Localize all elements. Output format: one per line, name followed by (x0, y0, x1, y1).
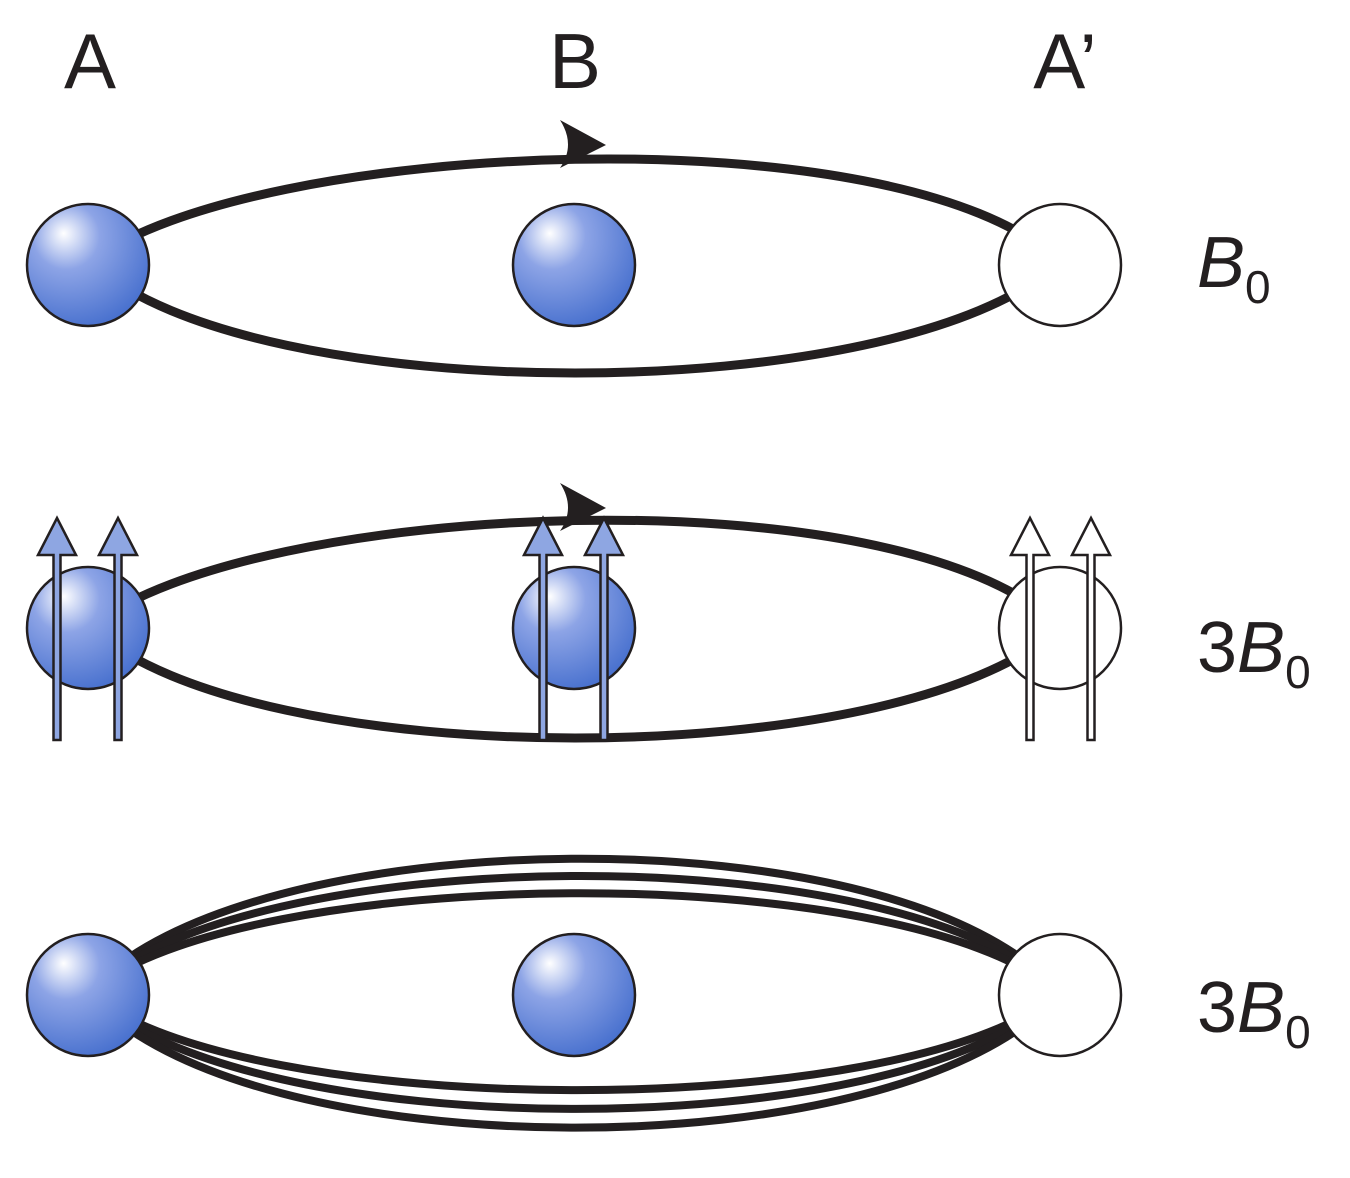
spin-arrows-group (35, 515, 1113, 742)
site-a-sphere (25, 202, 151, 328)
spin-up-arrow-icon (521, 515, 565, 742)
field-label-row-3: 3B0 (1197, 968, 1311, 1058)
upper-orbit-path-1 (85, 854, 1064, 996)
spin-up-arrow-icon (96, 515, 140, 742)
site-a-label: A (64, 17, 116, 105)
site-b-sphere (511, 565, 637, 691)
site-a-prime-empty (997, 565, 1123, 691)
site-a-sphere (25, 565, 151, 691)
direction-arrowhead-icon (560, 483, 606, 531)
site-a-sphere (25, 932, 151, 1058)
direction-arrowhead-icon (560, 120, 606, 168)
site-b-sphere (511, 932, 637, 1058)
spin-up-arrow-icon (1069, 515, 1113, 742)
site-b-sphere (511, 202, 637, 328)
field-label-row-2: 3B0 (1197, 608, 1311, 698)
field-label-row-1: B0 (1197, 223, 1271, 313)
spin-up-arrow-icon (35, 515, 79, 742)
lower-orbit-path-2 (85, 990, 1063, 1113)
site-b-label: B (549, 17, 601, 105)
spin-up-arrow-icon (582, 515, 626, 742)
field-prefix: 3 (1197, 608, 1237, 688)
site-a-prime-label: A’ (1033, 17, 1097, 105)
field-symbol: B (1237, 968, 1285, 1048)
site-a-prime-empty (997, 932, 1123, 1058)
lower-orbit-path (86, 623, 1064, 743)
field-subscript: 0 (1245, 261, 1271, 313)
upper-orbit-path-2 (85, 872, 1063, 996)
field-prefix: 3 (1197, 968, 1237, 1048)
site-a-prime-empty (997, 202, 1123, 328)
row-1: B0 (25, 120, 1271, 378)
spin-up-arrow-icon (1008, 515, 1052, 742)
field-subscript: 0 (1285, 646, 1311, 698)
row-3: 3B0 (25, 854, 1311, 1132)
field-symbol: B (1237, 608, 1285, 688)
row-2: 3B0 (25, 483, 1311, 743)
lower-orbit-path-1 (85, 989, 1063, 1095)
field-subscript: 0 (1285, 1006, 1311, 1058)
field-symbol: B (1197, 223, 1245, 303)
lower-orbit-path (86, 258, 1064, 378)
upper-orbit-path-3 (85, 889, 1063, 997)
lower-orbit-path-3 (84, 990, 1063, 1132)
